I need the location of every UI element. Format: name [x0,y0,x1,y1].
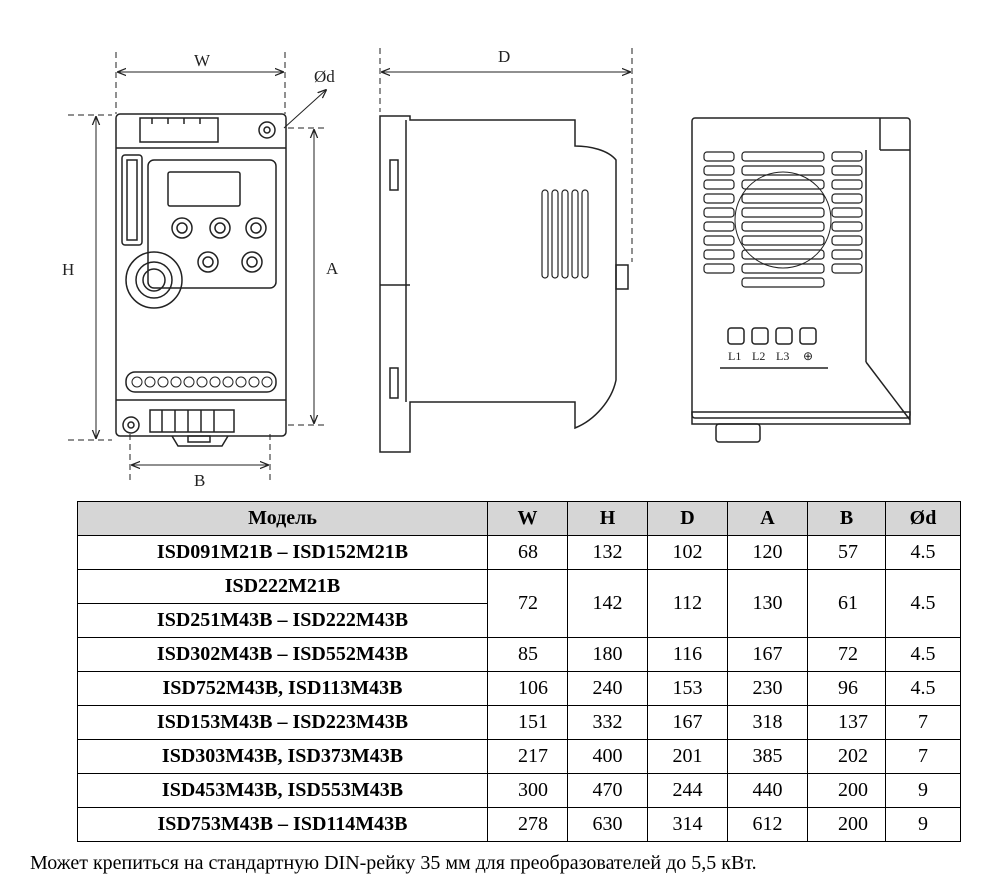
w-cell: 106 [487,671,568,706]
terminal-l3: L3 [776,349,789,363]
w-cell: 85 [487,637,568,672]
od-cell: 9 [885,773,961,808]
d-cell: 201 [647,739,728,774]
a-cell: 230 [727,671,808,706]
h-cell: 142 [567,569,648,638]
header-a: A [727,501,808,536]
side-view [379,48,633,453]
b-cell: 72 [807,637,886,672]
b-cell: 202 [807,739,886,774]
d-cell: 244 [647,773,728,808]
d-cell: 167 [647,705,728,740]
h-cell: 400 [567,739,648,774]
d-cell: 153 [647,671,728,706]
table-row: ISD222M21B 72 142 112 130 61 4.5 [77,569,961,638]
a-cell: 120 [727,535,808,570]
a-cell: 130 [727,569,808,638]
od-cell: 4.5 [885,569,961,638]
terminal-labels: L1 L2 L3 ⊕ [728,349,813,363]
table-row: ISD753M43B – ISD114M43B 278 630 314 612 … [77,807,961,842]
model-cell: ISD091M21B – ISD152M21B [77,535,488,570]
model-cell: ISD302M43B – ISD552M43B [77,637,488,672]
w-cell: 151 [487,705,568,740]
od-cell: 4.5 [885,671,961,706]
w-cell: 278 [487,807,568,842]
b-label: B [194,471,205,490]
od-cell: 7 [885,739,961,774]
b-cell: 57 [807,535,886,570]
b-cell: 61 [807,569,886,638]
a-cell: 612 [727,807,808,842]
table-row: ISD302M43B – ISD552M43B 85 180 116 167 7… [77,637,961,672]
bottom-view [691,117,911,443]
b-cell: 200 [807,773,886,808]
front-view [68,52,326,480]
header-model: Модель [77,501,488,536]
a-label: A [326,259,339,278]
model-cell: ISD303M43B, ISD373M43B [77,739,488,774]
w-cell: 217 [487,739,568,774]
din-rail-footnote: Может крепиться на стандартную DIN-рейку… [30,852,757,874]
d-cell: 102 [647,535,728,570]
h-cell: 630 [567,807,648,842]
h-cell: 132 [567,535,648,570]
header-d: D [647,501,728,536]
h-label: H [62,260,74,279]
dimension-drawings: W Ød H A B D [62,47,911,490]
b-cell: 96 [807,671,886,706]
a-cell: 440 [727,773,808,808]
terminal-pe: ⊕ [803,349,813,363]
h-cell: 180 [567,637,648,672]
header-b: B [807,501,886,536]
h-cell: 240 [567,671,648,706]
d-cell: 112 [647,569,728,638]
od-cell: 4.5 [885,535,961,570]
terminal-l1: L1 [728,349,741,363]
terminal-l2: L2 [752,349,765,363]
model-cell: ISD222M21B [77,569,488,604]
b-cell: 200 [807,807,886,842]
h-cell: 332 [567,705,648,740]
model-cell: ISD753M43B – ISD114M43B [77,807,488,842]
od-cell: 4.5 [885,637,961,672]
model-cell: ISD153M43B – ISD223M43B [77,705,488,740]
w-cell: 72 [487,569,568,638]
model-cell: ISD752M43B, ISD113M43B [77,671,488,706]
w-label: W [194,51,211,70]
header-od: Ød [885,501,961,536]
d-cell: 116 [647,637,728,672]
a-cell: 167 [727,637,808,672]
d-label: D [498,47,510,66]
w-cell: 300 [487,773,568,808]
od-label: Ød [314,67,335,86]
b-cell: 137 [807,705,886,740]
w-cell: 68 [487,535,568,570]
h-cell: 470 [567,773,648,808]
table-row: ISD453M43B, ISD553M43B 300 470 244 440 2… [77,773,961,808]
a-cell: 318 [727,705,808,740]
table-header-row: Модель W H D A B Ød [77,501,961,536]
table-row: ISD091M21B – ISD152M21B 68 132 102 120 5… [77,535,961,570]
dimensions-table: Модель W H D A B Ød ISD091M21B – ISD152M… [77,501,961,842]
header-h: H [567,501,648,536]
model-cell: ISD251M43B – ISD222M43B [77,603,488,638]
header-w: W [487,501,568,536]
model-cell: ISD453M43B, ISD553M43B [77,773,488,808]
od-cell: 7 [885,705,961,740]
d-cell: 314 [647,807,728,842]
table-row: ISD752M43B, ISD113M43B 106 240 153 230 9… [77,671,961,706]
table-row: ISD303M43B, ISD373M43B 217 400 201 385 2… [77,739,961,774]
od-cell: 9 [885,807,961,842]
table-row: ISD153M43B – ISD223M43B 151 332 167 318 … [77,705,961,740]
a-cell: 385 [727,739,808,774]
